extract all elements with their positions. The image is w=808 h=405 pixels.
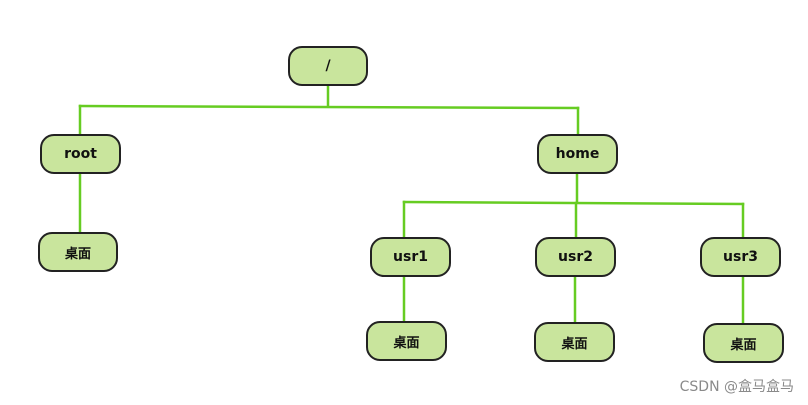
- node-usr1: usr1: [370, 237, 451, 277]
- node-usr2-desktop: 桌面: [534, 322, 615, 362]
- node-usr3-desktop: 桌面: [703, 323, 784, 363]
- watermark-text: CSDN @盒马盒马: [679, 379, 794, 395]
- node-usr3: usr3: [700, 237, 781, 277]
- node-root-desktop: 桌面: [38, 232, 118, 272]
- connector-users-bar: [402, 200, 745, 206]
- connector-top-bar: [78, 104, 580, 110]
- node-usr1-desktop: 桌面: [366, 321, 447, 361]
- node-usr2: usr2: [535, 237, 616, 277]
- node-slash: /: [288, 46, 368, 86]
- node-home: home: [537, 134, 618, 174]
- node-root: root: [40, 134, 121, 174]
